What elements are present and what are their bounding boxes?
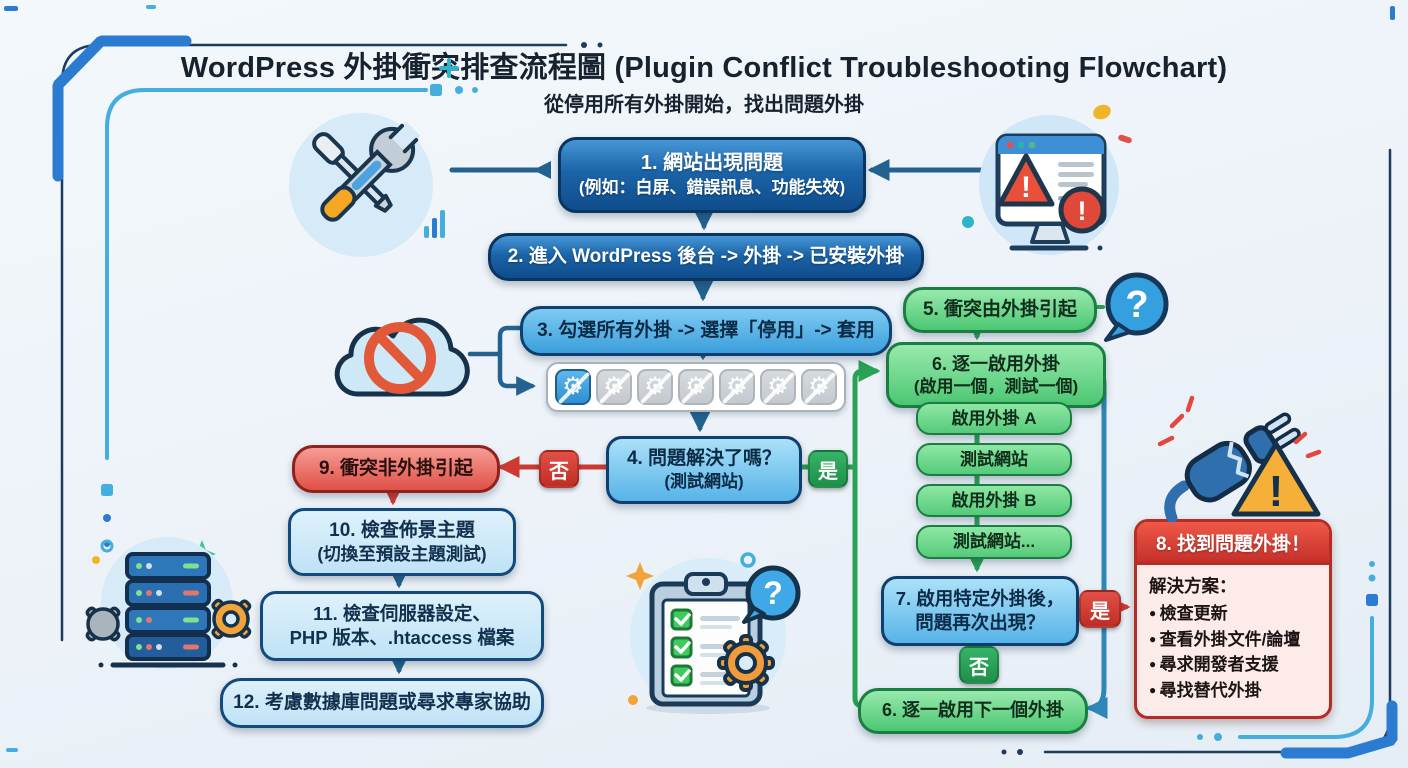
node-4-solved-decision: 4. 問題解決了嗎？ (測試網站)	[606, 436, 802, 504]
node-9-not-plugin: 9. 衝突非外掛引起	[292, 445, 500, 493]
step-test-site-2: 測試網站...	[916, 525, 1072, 559]
question-bubble-icon: ?	[1104, 272, 1169, 342]
plugin-checkbox-strip: ⚙ ⚙ ⚙ ⚙ ⚙ ⚙ ⚙	[546, 362, 846, 412]
cloud-blocked-icon	[334, 317, 470, 397]
yes-badge-node4: 是	[808, 450, 848, 488]
plugin-icon-active[interactable]: ⚙	[555, 369, 591, 405]
question-glyph: ?	[1125, 284, 1148, 326]
loop-connector	[1085, 371, 1108, 719]
node-5-plugin-conflict: 5. 衝突由外掛引起	[903, 287, 1097, 333]
server-icon	[85, 537, 252, 669]
monitor-warning-icon: ! !	[979, 115, 1119, 255]
page-subtitle: 從停用所有外掛開始，找出問題外掛	[544, 94, 864, 116]
step-enable-plugin-a: 啟用外掛 A	[916, 402, 1072, 435]
clipboard-checklist-icon: ?	[630, 558, 801, 714]
solutions-title: 解決方案：	[1149, 576, 1237, 596]
question-glyph: ?	[763, 575, 783, 611]
node-3-deactivate: 3. 勾選所有外掛 -> 選擇「停用」-> 套用	[520, 306, 892, 356]
alert-glyph: !	[1269, 467, 1284, 516]
no-badge-node7: 否	[959, 646, 999, 684]
alert-glyph: !	[1078, 196, 1087, 226]
node-2-admin: 2. 進入 WordPress 後台 -> 外掛 -> 已安裝外掛	[488, 233, 924, 281]
node-1-problem: 1. 網站出現問題 (例如：白屏、錯誤訊息、功能失效)	[558, 137, 866, 213]
broken-plug-icon: !	[1157, 395, 1322, 522]
alert-glyph: !	[1021, 171, 1031, 204]
yes-badge-node7: 是	[1079, 590, 1121, 628]
node-11-check-server: 11. 檢查伺服器設定、 PHP 版本、.htaccess 檔案	[260, 591, 544, 661]
step-enable-plugin-b: 啟用外掛 B	[916, 484, 1072, 517]
solution-item: 尋求開發者支援	[1149, 652, 1319, 678]
plugin-icon[interactable]: ⚙	[719, 369, 755, 405]
plugin-icon[interactable]: ⚙	[637, 369, 673, 405]
node-8-found-plugin: 8. 找到問題外掛！ 解決方案： 檢查更新 查看外掛文件/論壇 尋求開發者支援 …	[1134, 519, 1332, 719]
node-12-database-expert: 12. 考慮數據庫問題或尋求專家協助	[220, 678, 544, 728]
node-7-problem-reappears: 7. 啟用特定外掛後， 問題再次出現？	[881, 576, 1079, 646]
plugin-icon[interactable]: ⚙	[596, 369, 632, 405]
no-badge-node4: 否	[539, 450, 579, 488]
tools-icon	[289, 113, 433, 257]
node-10-check-theme: 10. 檢查佈景主題 (切換至預設主題測試)	[288, 508, 516, 576]
node-8-header: 8. 找到問題外掛！	[1137, 522, 1329, 565]
node-6b-enable-next: 6. 逐一啟用下一個外掛	[858, 688, 1088, 734]
page-title: WordPress 外掛衝突排查流程圖 (Plugin Conflict Tro…	[180, 52, 1228, 84]
solution-item: 查看外掛文件/論壇	[1149, 627, 1319, 653]
step-test-site-1: 測試網站	[916, 443, 1072, 476]
plugin-icon[interactable]: ⚙	[678, 369, 714, 405]
node-8-body: 解決方案： 檢查更新 查看外掛文件/論壇 尋求開發者支援 尋找替代外掛	[1137, 565, 1329, 709]
plugin-icon[interactable]: ⚙	[760, 369, 796, 405]
node-6-enable-one-by-one: 6. 逐一啟用外掛 (啟用一個，測試一個)	[886, 342, 1106, 408]
solution-item: 尋找替代外掛	[1149, 678, 1319, 704]
plugin-icon[interactable]: ⚙	[801, 369, 837, 405]
solution-item: 檢查更新	[1149, 601, 1319, 627]
